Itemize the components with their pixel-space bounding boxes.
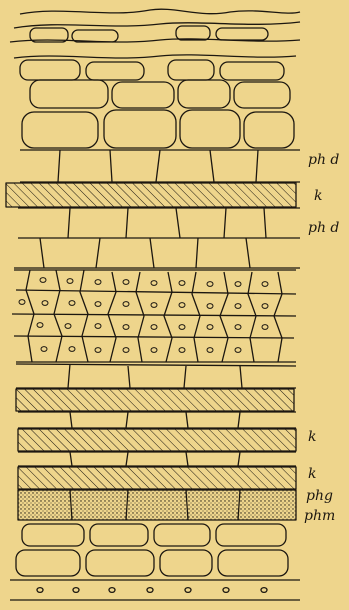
cork-layer-2: [16, 389, 294, 411]
label-cork-3: k: [308, 466, 316, 482]
phelloderm-band-1: [20, 150, 300, 182]
phellem-zone: [10, 524, 300, 600]
label-phelloderm-2: ph d: [308, 220, 339, 236]
cork-layer-4: [18, 467, 296, 489]
mid-cell-rows: [18, 412, 296, 428]
thin-cell-row: [18, 452, 296, 466]
label-cork-1: k: [314, 188, 322, 204]
lower-cell-rows: [16, 364, 296, 388]
cork-layer-3: [18, 429, 296, 451]
phelloderm-band-2: [14, 208, 300, 268]
label-phellem: phm: [304, 508, 335, 524]
upper-phelloderm-cells: [22, 80, 294, 148]
cork-layer-1: [6, 183, 296, 207]
label-phelloderm-1: ph d: [308, 152, 339, 168]
polygonal-cell-region: [12, 270, 296, 362]
label-phellogen: phg: [306, 488, 333, 504]
phellogen-layer: [18, 490, 296, 520]
outer-crushed-layers: [10, 9, 300, 80]
label-cork-2: k: [308, 429, 316, 445]
